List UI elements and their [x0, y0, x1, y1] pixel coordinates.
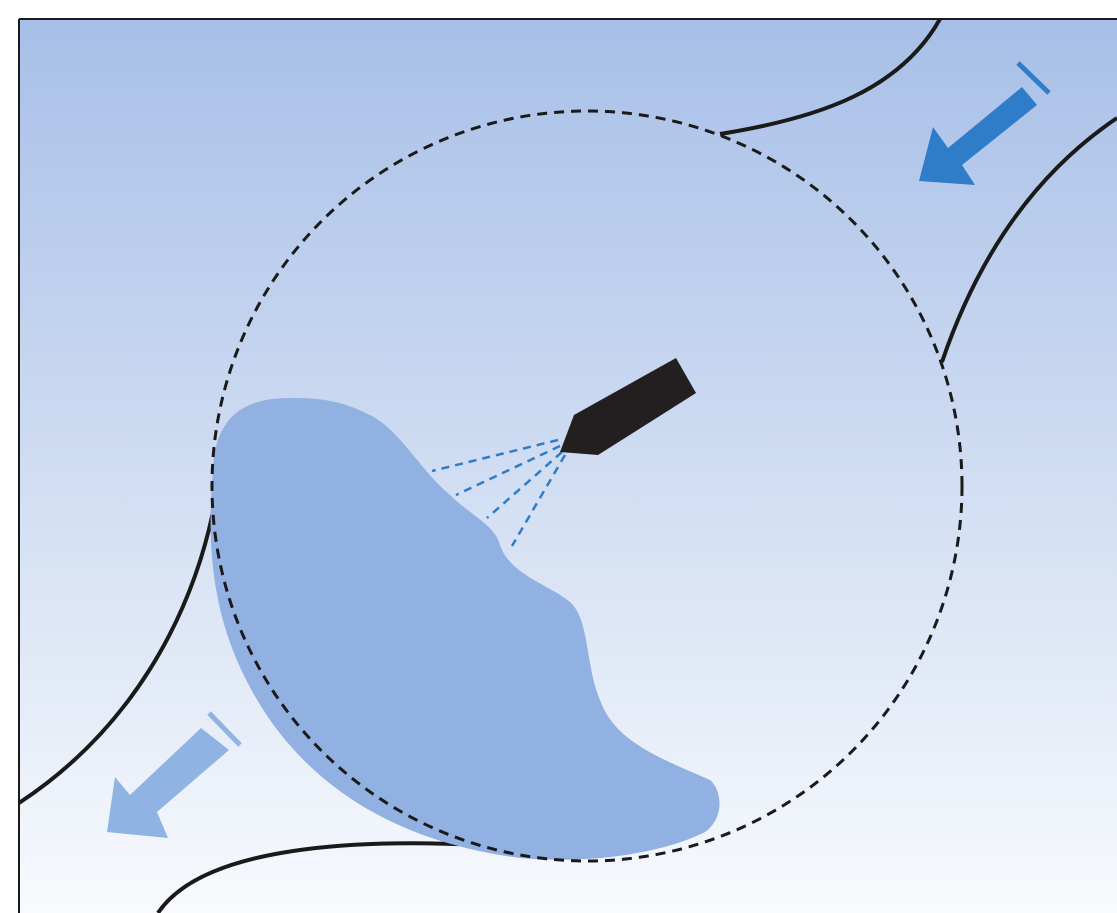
pore-cleaning-diagram: [0, 0, 1117, 913]
diagram-canvas: [0, 0, 1117, 913]
